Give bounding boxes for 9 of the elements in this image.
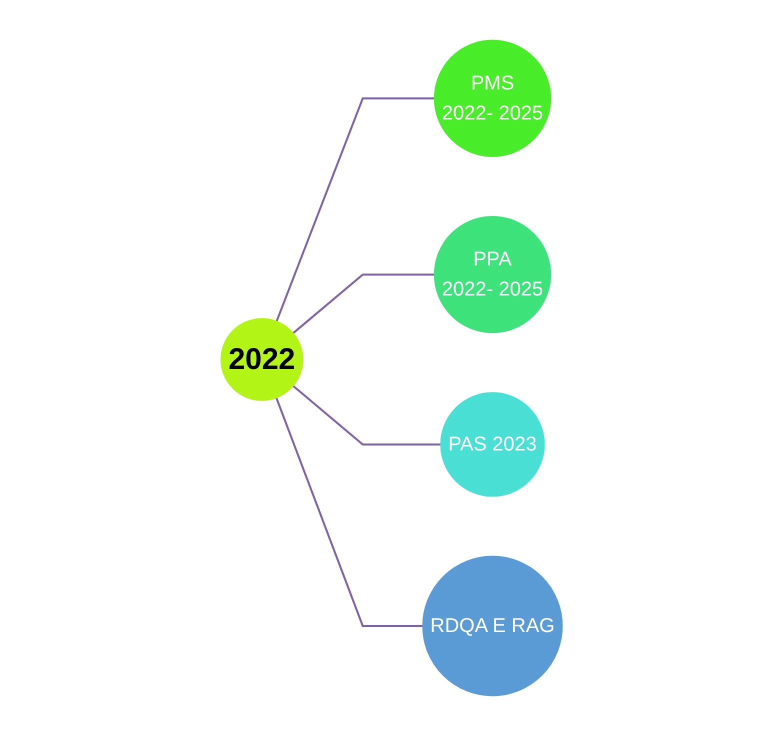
node-circle: PPA 2022- 2025 — [434, 216, 552, 334]
connector — [276, 397, 424, 627]
connector — [292, 385, 442, 446]
connector — [292, 274, 435, 334]
node-circle: PAS 2023 — [440, 392, 546, 497]
node-circle: PMS 2022- 2025 — [434, 40, 552, 157]
node-circle: 2022 — [220, 318, 304, 401]
connector — [276, 97, 435, 322]
node-circle: RDQA E RAG — [422, 556, 564, 696]
